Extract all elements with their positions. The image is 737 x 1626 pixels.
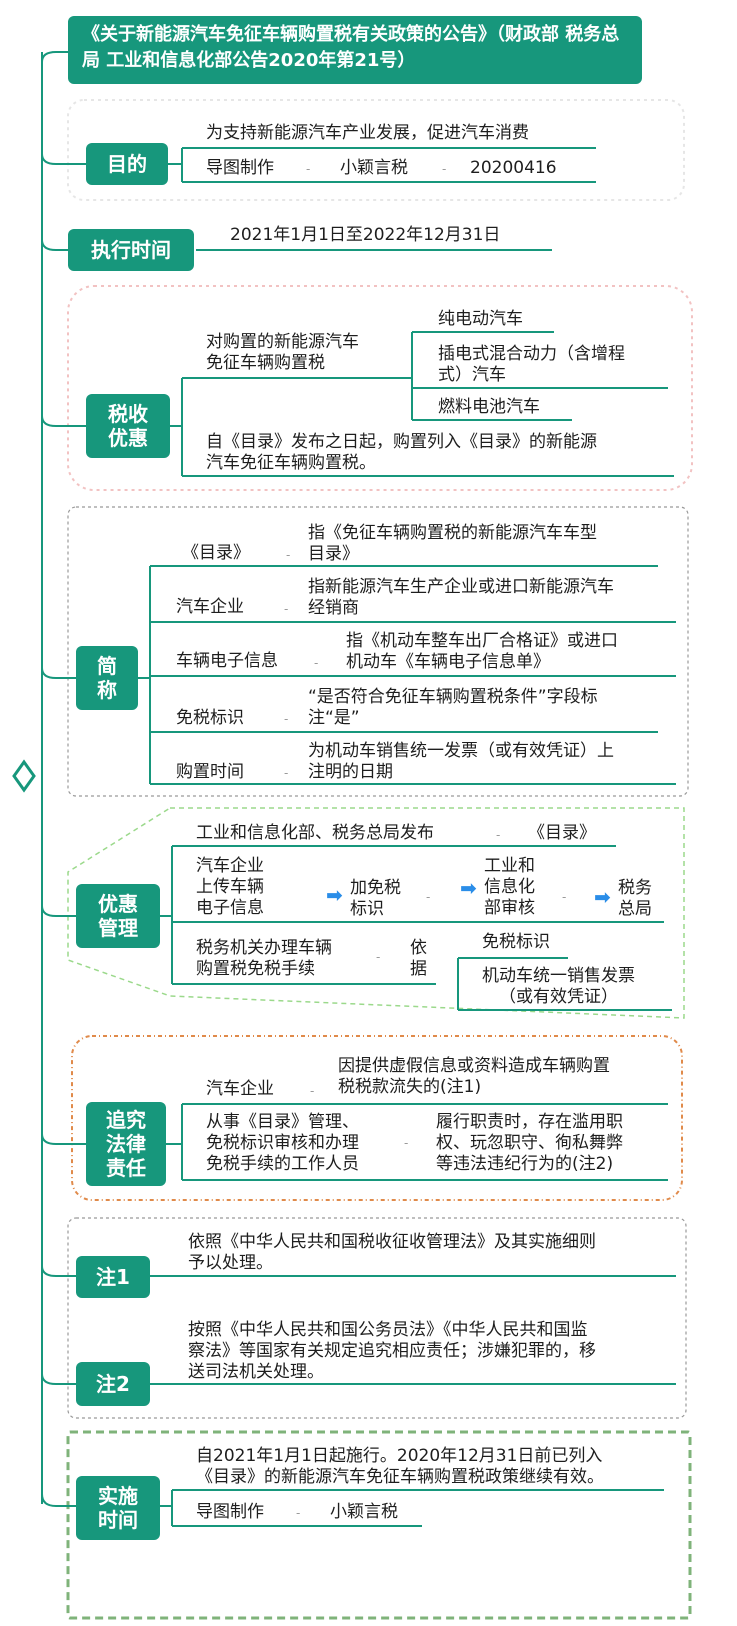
- abbr-frame: [67, 506, 689, 797]
- note2-node[interactable]: 注2: [76, 1362, 150, 1406]
- liability-frame: [71, 1035, 683, 1201]
- tax-benefit-frame: [67, 285, 693, 491]
- abbr-term-exempt-mark: 免税标识: [176, 708, 244, 728]
- abbr-def-catalog: 指《免征车辆购置税的新能源汽车车型 目录》: [308, 523, 597, 564]
- abbr-term-enterprise: 汽车企业: [176, 597, 244, 617]
- mgmt-handle: 税务机关办理车辆 购置税免税手续: [196, 938, 332, 979]
- trunk-top-curve: [41, 51, 68, 63]
- tax-exempt-text: 对购置的新能源汽车 免征车辆购置税: [206, 332, 359, 373]
- separator: -: [284, 602, 289, 616]
- arrow-right-icon: ➡: [594, 885, 611, 909]
- purpose-credit-date: 20200416: [470, 158, 557, 178]
- abbr-def-enterprise: 指新能源汽车生产企业或进口新能源汽车 经销商: [308, 577, 614, 618]
- purpose-frame: [67, 99, 685, 201]
- flow-step-mark: 加免税 标识: [350, 878, 401, 919]
- notes-frame: [67, 1217, 687, 1419]
- period-text: 2021年1月1日至2022年12月31日: [230, 225, 501, 245]
- effective-text: 自2021年1月1日起施行。2020年12月31日前已列入 《目录》的新能源汽车…: [196, 1446, 604, 1487]
- note1-node[interactable]: 注1: [76, 1256, 150, 1298]
- separator: -: [376, 950, 381, 964]
- separator: -: [442, 162, 447, 176]
- doc-invoice: 机动车统一销售发票 （或有效凭证）: [482, 966, 635, 1007]
- liability-what-staff: 履行职责时，存在滥用职 权、玩忽职守、徇私舞弊 等违法违纪行为的(注2): [436, 1112, 623, 1174]
- separator: -: [426, 890, 431, 904]
- purpose-node[interactable]: 目的: [86, 143, 168, 185]
- abbr-def-purchase-time: 为机动车销售统一发票（或有效凭证）上 注明的日期: [308, 741, 614, 782]
- catalog-note: 自《目录》发布之日起，购置列入《目录》的新能源 汽车免征车辆购置税。: [206, 432, 597, 473]
- separator: -: [284, 712, 289, 726]
- flow-step-sat: 税务 总局: [618, 878, 652, 919]
- root-title[interactable]: 《关于新能源汽车免征车辆购置税有关政策的公告》（财政部 税务总局 工业和信息化部…: [68, 16, 642, 84]
- diamond-icon: [12, 759, 36, 793]
- abbr-node[interactable]: 简 称: [76, 646, 138, 710]
- effective-credit-author-label: 导图制作: [196, 1502, 264, 1522]
- arrow-right-icon: ➡: [326, 883, 343, 907]
- flow-step-upload: 汽车企业 上传车辆 电子信息: [196, 856, 264, 918]
- purpose-text: 为支持新能源汽车产业发展，促进汽车消费: [206, 123, 529, 143]
- purpose-credit-author-label: 导图制作: [206, 158, 274, 178]
- separator: -: [562, 890, 567, 904]
- separator: -: [314, 656, 319, 670]
- abbr-term-catalog: 《目录》: [182, 543, 250, 563]
- separator: -: [310, 1084, 315, 1098]
- separator: -: [404, 1136, 409, 1150]
- arrow-right-icon: ➡: [460, 876, 477, 900]
- separator: -: [284, 766, 289, 780]
- type-fcev: 燃料电池汽车: [438, 397, 540, 417]
- separator: -: [306, 162, 311, 176]
- effective-node[interactable]: 实施 时间: [76, 1476, 160, 1540]
- type-phev: 插电式混合动力（含增程 式）汽车: [438, 344, 625, 385]
- purpose-credit-name: 小颖言税: [340, 158, 408, 178]
- separator: -: [496, 828, 501, 842]
- liability-node[interactable]: 追究 法律 责任: [86, 1102, 166, 1186]
- separator: -: [286, 548, 291, 562]
- mgmt-publish: 工业和信息化部、税务总局发布: [196, 823, 434, 843]
- flow-step-miit-review: 工业和 信息化 部审核: [484, 856, 535, 918]
- mgmt-catalog: 《目录》: [528, 823, 596, 843]
- abbr-term-vehicle-info: 车辆电子信息: [176, 651, 278, 671]
- type-bev: 纯电动汽车: [438, 309, 523, 329]
- mgmt-basis: 依 据: [410, 938, 427, 979]
- mgmt-node[interactable]: 优惠 管理: [76, 884, 160, 948]
- note2-text: 按照《中华人民共和国公务员法》《中华人民共和国监 察法》等国家有关规定追究相应责…: [188, 1320, 596, 1382]
- abbr-def-exempt-mark: “是否符合免征车辆购置税条件”字段标 注“是”: [308, 687, 598, 728]
- doc-exempt-mark: 免税标识: [482, 932, 550, 952]
- abbr-def-vehicle-info: 指《机动车整车出厂合格证》或进口 机动车《车辆电子信息单》: [346, 631, 618, 672]
- liability-who-enterprise: 汽车企业: [206, 1079, 274, 1099]
- separator: -: [296, 1506, 301, 1520]
- period-node[interactable]: 执行时间: [68, 229, 194, 271]
- liability-what-enterprise: 因提供虚假信息或资料造成车辆购置 税税款流失的(注1): [338, 1056, 610, 1097]
- liability-who-staff: 从事《目录》管理、 免税标识审核和办理 免税手续的工作人员: [206, 1112, 359, 1174]
- note1-text: 依照《中华人民共和国税收征收管理法》及其实施细则 予以处理。: [188, 1232, 596, 1273]
- abbr-term-purchase-time: 购置时间: [176, 762, 244, 782]
- mgmt-frame: [67, 807, 685, 1019]
- tax-benefit-node[interactable]: 税收 优惠: [86, 394, 170, 458]
- effective-credit-name: 小颖言税: [330, 1502, 398, 1522]
